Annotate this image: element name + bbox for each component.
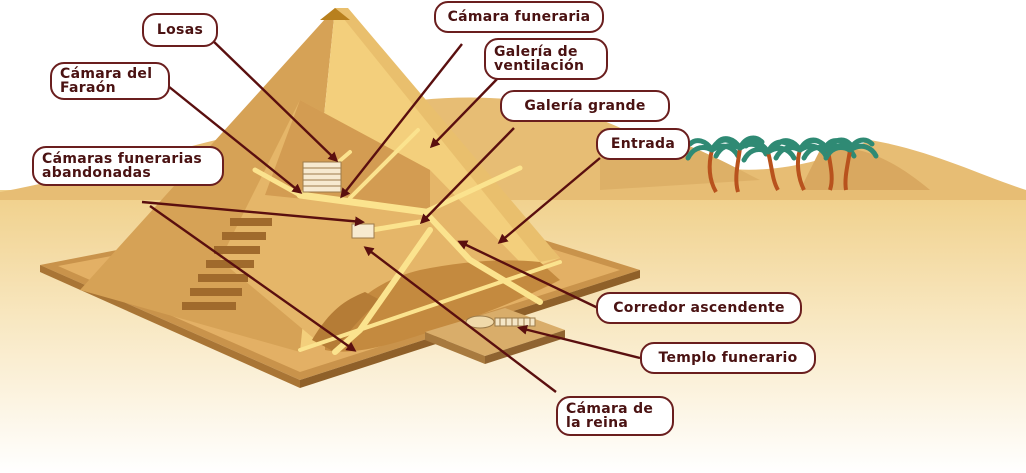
queen-chamber-block [352,224,374,238]
label-camaras-abandonadas: Cámaras funerarias abandonadas [32,146,224,186]
label-entrada: Entrada [596,128,690,160]
pharaoh-chamber-blocks [303,162,341,192]
label-corredor-ascendente: Corredor ascendente [596,292,802,324]
label-galeria-grande: Galería grande [500,90,670,122]
label-camara-funeraria: Cámara funeraria [434,1,604,33]
label-camara-reina: Cámara de la reina [556,396,674,436]
label-losas: Losas [142,13,218,47]
label-camara-faraon: Cámara del Faraón [50,62,170,100]
label-galeria-ventilacion: Galería de ventilación [484,38,608,80]
label-templo-funerario: Templo funerario [640,342,816,374]
